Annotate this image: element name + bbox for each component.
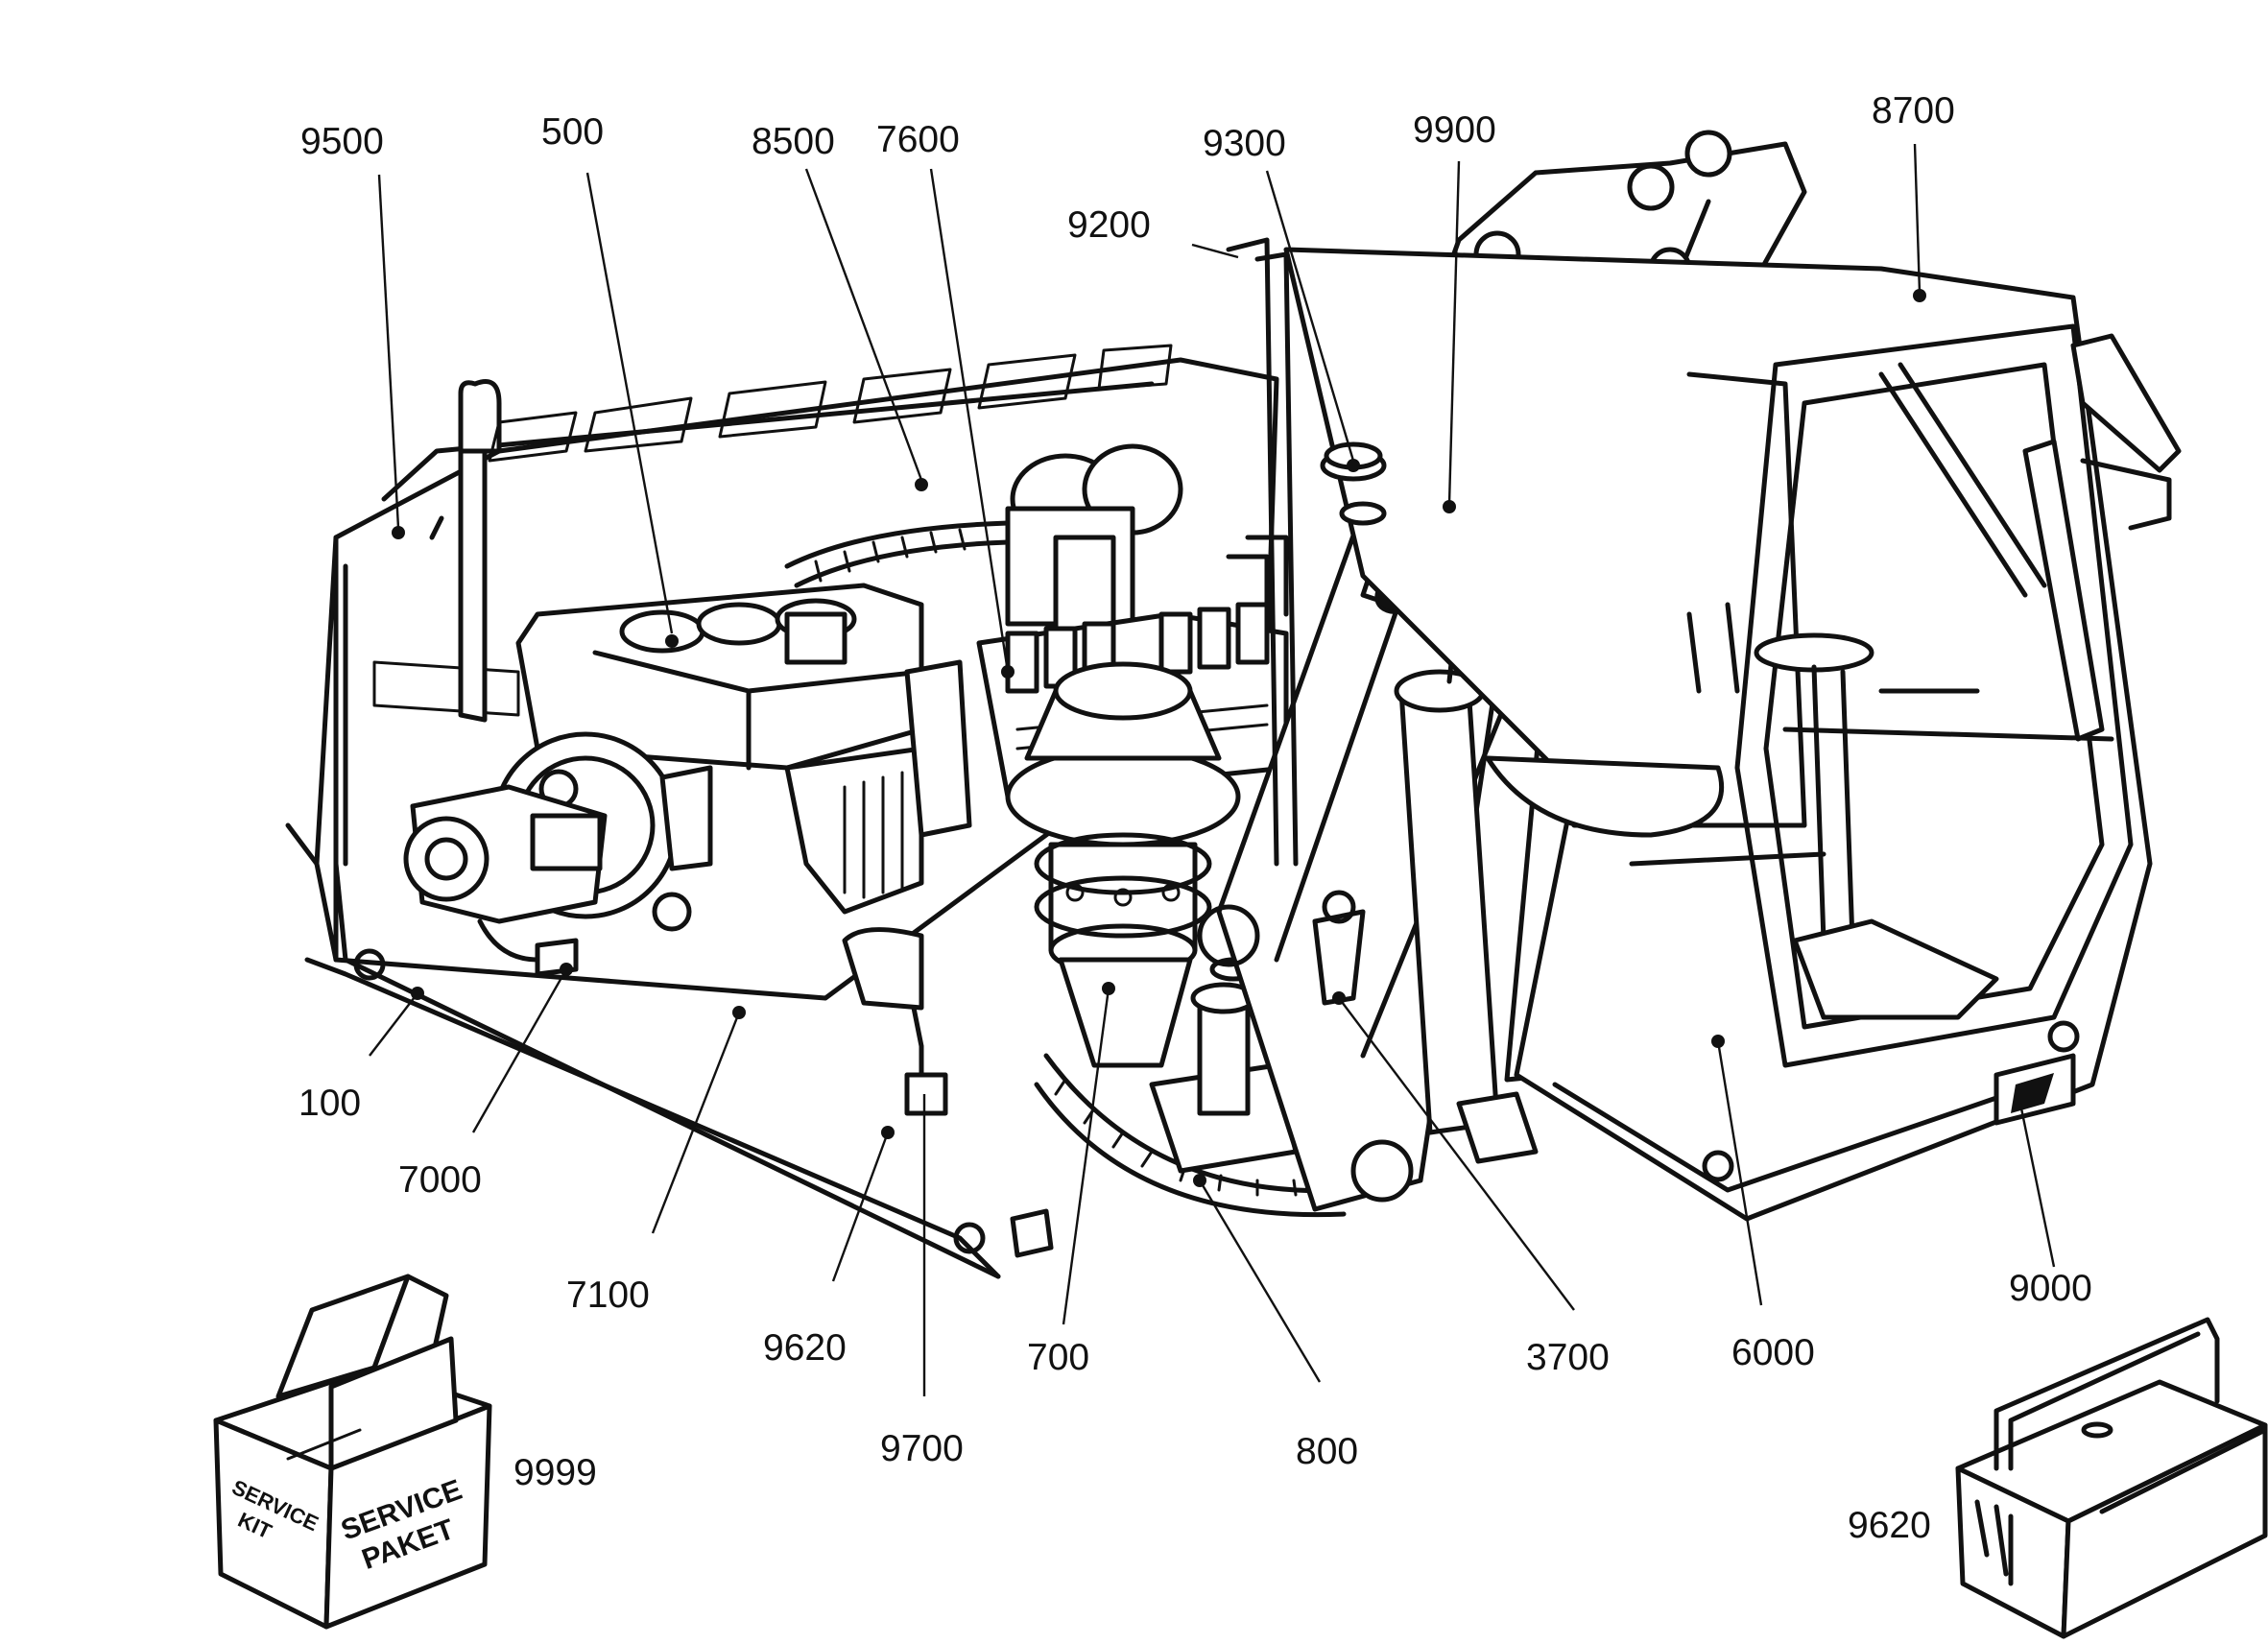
callout-6000: 6000: [1731, 1332, 1815, 1373]
callout-700: 700: [1027, 1337, 1090, 1378]
toolbox: [1955, 1317, 2268, 1639]
callout-9500: 9500: [300, 121, 384, 162]
engine-assembly: [403, 443, 1183, 977]
operator-cab: [1226, 237, 2182, 1222]
callout-9999: 9999: [513, 1452, 597, 1493]
callout-800: 800: [1296, 1431, 1359, 1472]
callout-8700: 8700: [1872, 90, 1955, 131]
callout-9300: 9300: [1203, 123, 1286, 164]
callout-9900: 9900: [1413, 109, 1496, 151]
service-kit-box: SERVICE KIT SERVICE PAKET: [213, 1274, 492, 1630]
callout-9620-frame: 9620: [763, 1327, 847, 1369]
callout-9000: 9000: [2009, 1268, 2092, 1309]
line-assembly: [842, 927, 1054, 1258]
leader-dots: [392, 289, 1926, 1187]
callout-9620-toolbox: 9620: [1848, 1505, 1931, 1546]
callout-3700: 3700: [1526, 1337, 1610, 1378]
callout-7600: 7600: [876, 119, 960, 160]
callout-500: 500: [541, 111, 605, 153]
callout-100: 100: [298, 1083, 362, 1124]
leader-lines: [369, 143, 2056, 1396]
callout-8500: 8500: [752, 121, 835, 162]
callout-7100: 7100: [566, 1275, 650, 1316]
swing-drive-gear: [1005, 661, 1241, 1068]
slewing-ring: [1034, 957, 1423, 1218]
callout-7000: 7000: [398, 1159, 482, 1201]
callout-9200: 9200: [1067, 204, 1151, 246]
callout-9700: 9700: [880, 1428, 964, 1469]
